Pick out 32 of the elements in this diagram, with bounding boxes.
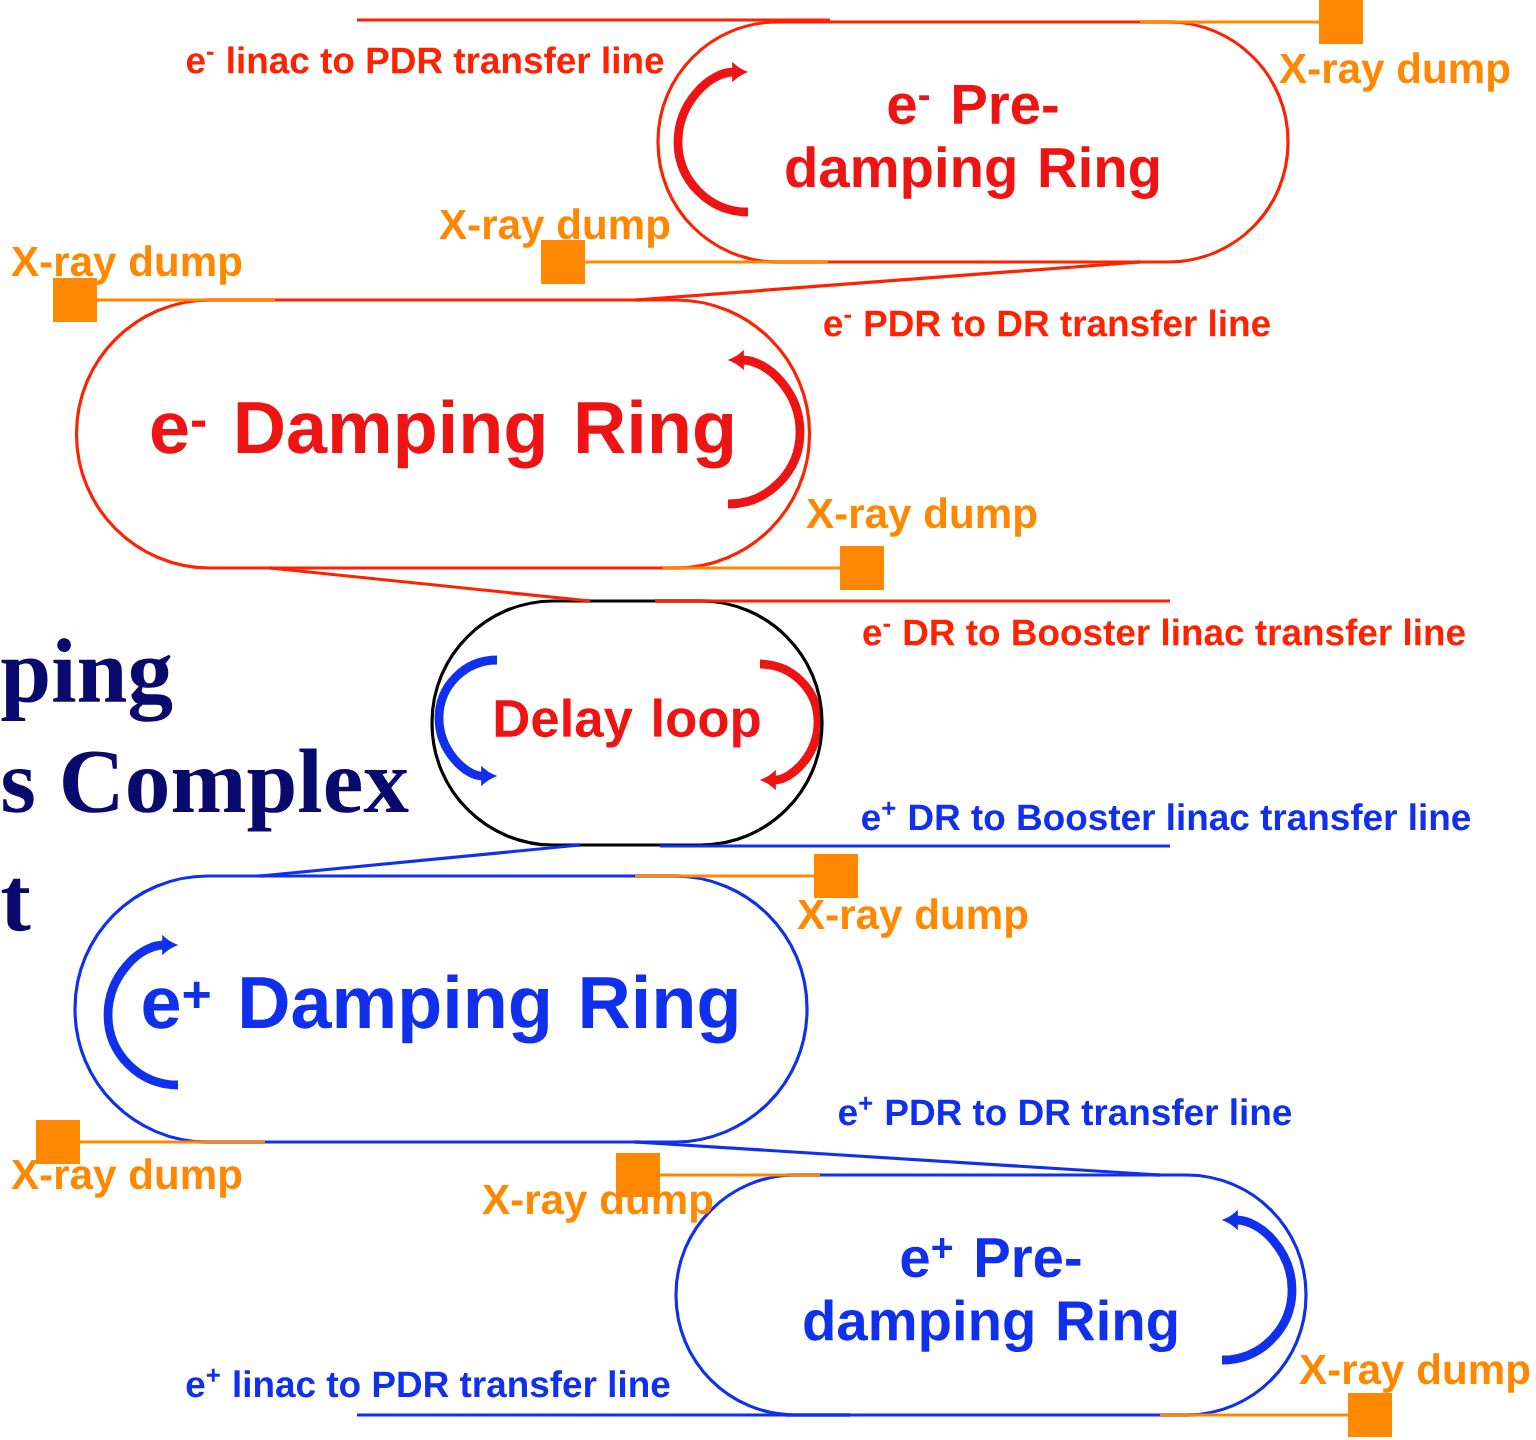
- title-fragment: ping: [1, 638, 173, 722]
- beam-line: [634, 1140, 1161, 1177]
- title-fragment: s Complex: [3, 748, 409, 832]
- beam-line: [1160, 1413, 1348, 1417]
- dump-label: X-ray dump: [11, 1158, 242, 1198]
- beam-line: [357, 18, 830, 22]
- dump-square: [840, 546, 884, 590]
- beam-line: [634, 260, 1141, 302]
- line-label: e$^{+}$ linac to PDR transfer line: [186, 1368, 670, 1398]
- beam-line: [269, 566, 591, 603]
- beam-line: [660, 844, 1170, 848]
- beam-line: [1140, 20, 1319, 24]
- title-fragment: t: [1, 878, 31, 932]
- dump-label: X-ray dump: [11, 245, 242, 285]
- beam-line: [97, 298, 275, 302]
- line-label: e$^{-}$ DR to Booster linac transfer line: [863, 618, 1465, 646]
- line-label: e$^{+}$ PDR to DR transfer line: [839, 1096, 1292, 1126]
- beam-line: [635, 874, 814, 878]
- line-label: e$^{+}$ DR to Booster linac transfer line: [862, 801, 1471, 831]
- dump-square: [1348, 1393, 1392, 1437]
- beam-line: [259, 843, 581, 878]
- beam-line: [357, 1413, 850, 1417]
- dump-square: [1319, 0, 1363, 44]
- beam-line: [80, 1140, 265, 1144]
- beam-line: [585, 260, 828, 264]
- beam-line: [655, 599, 1170, 603]
- line-label: e$^{-}$ PDR to DR transfer line: [824, 309, 1270, 337]
- beam-line: [663, 566, 840, 570]
- loop-outline: Delay loop: [430, 599, 824, 847]
- beam-line: [660, 1173, 820, 1177]
- dump-label: X-ray dump: [1299, 1353, 1530, 1393]
- dump-square: [814, 854, 858, 898]
